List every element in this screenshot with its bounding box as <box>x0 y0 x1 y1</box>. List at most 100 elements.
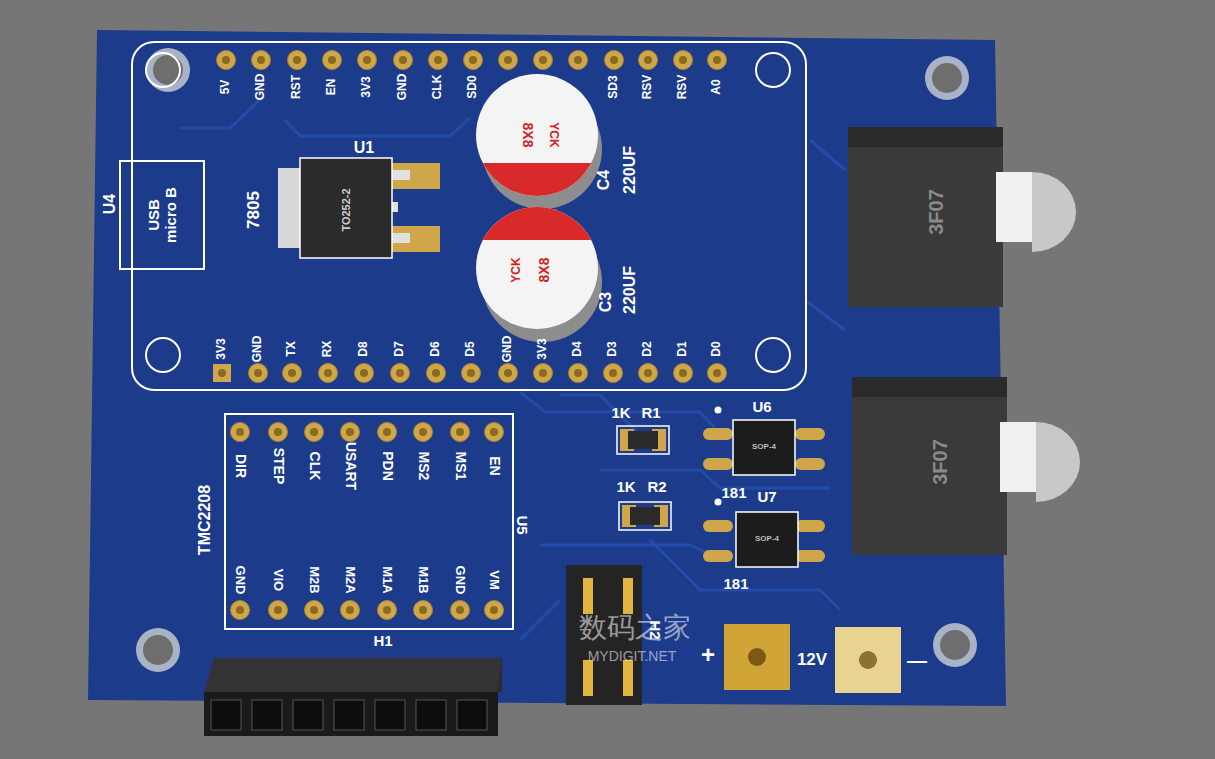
pin-label: M1A <box>380 566 394 593</box>
pin-hole <box>679 56 687 64</box>
mounting-hole <box>933 623 977 667</box>
pin-hole <box>490 428 498 436</box>
pin-label: 5V <box>219 80 232 95</box>
shape <box>224 413 514 630</box>
pin-hole <box>293 56 301 64</box>
pin-hole <box>490 606 498 614</box>
pin-pad <box>534 51 553 70</box>
part-text: USB micro B <box>146 184 179 246</box>
jumper-pin <box>583 660 593 696</box>
part-text: YCK <box>510 257 523 282</box>
pin-pad <box>674 51 693 70</box>
pin-pad <box>341 601 360 620</box>
part-label: U6 <box>752 399 771 416</box>
pin-pad <box>485 423 504 442</box>
part-text: SOP-4 <box>752 443 776 452</box>
module-hole <box>756 53 790 87</box>
pin-hole <box>713 56 721 64</box>
board-outline <box>88 30 1006 706</box>
part-label: 181 <box>723 576 748 593</box>
pin-pad <box>499 364 518 383</box>
part-text: TO252-2 <box>340 188 352 231</box>
part-label: C3 <box>597 292 615 312</box>
silkscreen-box <box>225 414 513 629</box>
pin-pad <box>708 364 727 383</box>
ic-lead <box>795 428 825 440</box>
jumper-pin <box>583 578 593 614</box>
pin-hole <box>310 606 318 614</box>
copper-trace <box>520 600 560 640</box>
pin-pad <box>451 601 470 620</box>
pin-pad <box>639 364 658 383</box>
pin-hole <box>419 428 427 436</box>
ic-lead <box>795 458 825 470</box>
pin-pad <box>249 364 268 383</box>
pin-label: D2 <box>641 341 654 356</box>
module-hole <box>756 338 790 372</box>
pin-label: 3V3 <box>215 338 228 359</box>
pad-hole <box>748 648 766 666</box>
pin-pad <box>464 51 483 70</box>
pin-label: D8 <box>357 341 370 356</box>
pin-label: CLK <box>431 75 444 100</box>
silkscreen-box <box>120 161 204 269</box>
shape <box>852 377 1082 555</box>
pin-hole <box>236 606 244 614</box>
pin-label: 3V3 <box>536 338 549 359</box>
pin-pad <box>252 51 271 70</box>
pin-hole <box>222 56 230 64</box>
part-label: 1K <box>616 479 635 496</box>
mounting-hole <box>146 48 190 92</box>
pin-label: A0 <box>710 79 723 94</box>
audio-jack: 3F07 <box>852 377 1082 555</box>
jack-slot <box>996 172 1032 242</box>
pin-pad <box>605 51 624 70</box>
copper-trace <box>540 545 715 557</box>
pin-pad <box>319 364 338 383</box>
pin-pad <box>288 51 307 70</box>
pin-label: CLK <box>306 452 321 481</box>
ic-lead <box>795 520 825 532</box>
mounting-hole-core <box>932 63 962 93</box>
resistor-body <box>630 507 660 525</box>
pin-pad <box>534 364 553 383</box>
part-label: — <box>907 649 927 671</box>
pin-label: VIO <box>271 569 285 591</box>
pin1-dot <box>715 407 722 414</box>
pin-pad <box>569 51 588 70</box>
header-socket <box>211 700 241 730</box>
audio-jack: 3F07 <box>848 127 1078 307</box>
pin-hole <box>610 56 618 64</box>
pin-hole <box>539 56 547 64</box>
pin-label: GND <box>254 74 267 101</box>
resistor-body <box>628 431 658 449</box>
resistor-outline <box>619 502 671 530</box>
pin-pad <box>269 423 288 442</box>
pin-hole <box>456 606 464 614</box>
pin-label: M2B <box>307 566 321 593</box>
optocoupler: SOP-4 <box>733 420 795 475</box>
jack-slot <box>1000 422 1036 492</box>
capacitor: 8X8YCK <box>475 73 605 213</box>
pin-hole <box>432 369 440 377</box>
pin-hole <box>609 369 617 377</box>
pin-label: D1 <box>676 341 689 356</box>
pin-hole <box>467 369 475 377</box>
capacitor: YCK8X8 <box>475 200 605 340</box>
pin-pad <box>341 423 360 442</box>
header-socket <box>375 700 405 730</box>
pin-hole <box>456 428 464 436</box>
pin-hole <box>419 606 427 614</box>
pin-pad <box>305 423 324 442</box>
part-label: R1 <box>641 405 660 422</box>
module-outline <box>132 42 806 390</box>
part-label: U1 <box>354 139 374 157</box>
polarity-band <box>475 207 605 240</box>
part-text: SOP-4 <box>755 535 779 544</box>
part-text: 3F07 <box>925 189 947 235</box>
header-socket <box>252 700 282 730</box>
pin-pad <box>378 423 397 442</box>
pin-label: RST <box>290 75 303 99</box>
pin-hole <box>324 369 332 377</box>
driver-module: TMC2208U5 <box>224 413 514 630</box>
